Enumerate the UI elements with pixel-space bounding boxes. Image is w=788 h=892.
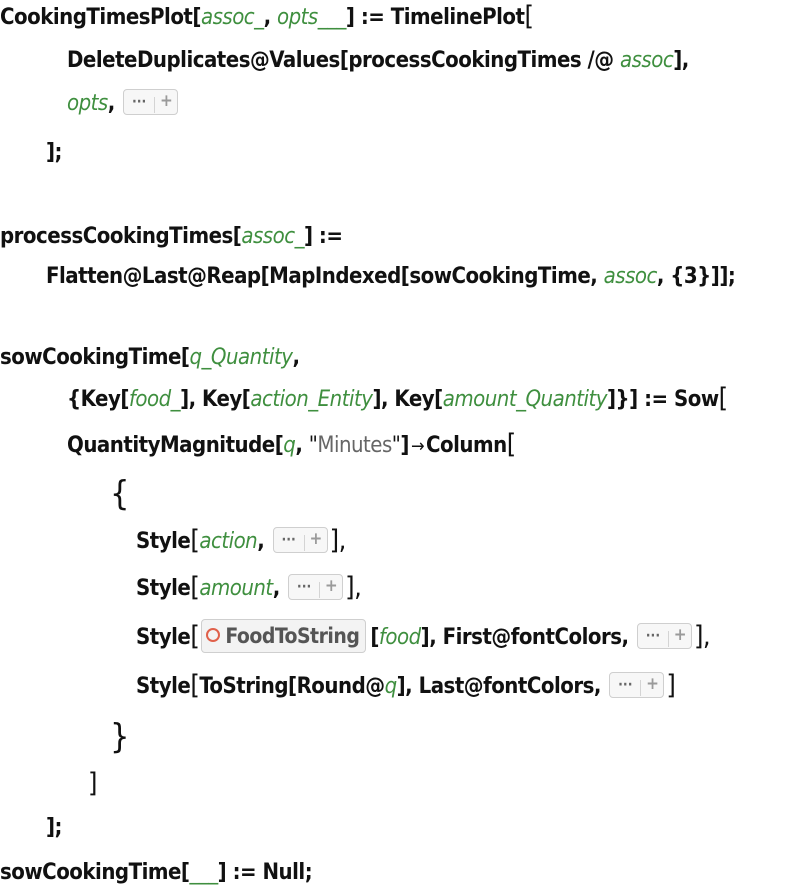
function-name: CookingTimesPlot (0, 5, 193, 30)
code-line-16: ] (88, 770, 97, 800)
pattern-var: action (199, 529, 258, 554)
code-line-10: { (110, 477, 129, 511)
code-line-13: Style[FoodToString[food], First@fontColo… (136, 619, 711, 653)
bracket: [ (524, 1, 534, 32)
iconized-expression-icon: ··· (131, 94, 147, 110)
pattern-var: amount (199, 576, 273, 601)
function-name: sowCookingTime[ (0, 345, 190, 370)
iconized-expression-button[interactable]: ··· + (123, 89, 179, 115)
code-line-12: Style[amount, ···+], (136, 572, 362, 603)
pattern-var: assoc (603, 264, 658, 289)
bracket: [ (506, 429, 516, 460)
code-line-2: DeleteDuplicates@Values[processCookingTi… (67, 48, 689, 73)
expand-plus-icon[interactable]: + (159, 91, 173, 111)
code-line-9: QuantityMagnitude[q, "Minutes"]→Column[ (67, 429, 516, 460)
code-line-6: Flatten@Last@Reap[MapIndexed[sowCookingT… (46, 264, 736, 289)
iconized-expression-button[interactable]: ··· + (272, 527, 328, 553)
code-line-11: Style[action, ···+], (136, 525, 346, 556)
iconized-expression-icon: ··· (618, 677, 633, 693)
code-line-15: } (110, 720, 129, 754)
code-line-5: processCookingTimes[assoc_] := (0, 224, 343, 249)
resource-function-circle-icon (206, 628, 221, 642)
code-line-1: CookingTimesPlot[assoc_, opts___] := Tim… (0, 1, 534, 32)
bracket: ] (88, 768, 97, 799)
expand-plus-icon[interactable]: + (324, 576, 338, 596)
code-line-17: ]; (46, 815, 62, 840)
pattern-var: q (384, 674, 398, 699)
pattern-var: ___ (189, 860, 218, 885)
expand-plus-icon[interactable]: + (309, 529, 322, 549)
iconized-expression-button[interactable]: ··· + (636, 623, 692, 649)
bracket: [ (718, 383, 728, 414)
pattern-var: assoc (619, 48, 674, 73)
iconized-expression-button[interactable]: ··· + (288, 574, 344, 600)
function-name: processCookingTimes[ (0, 224, 242, 249)
iconized-expression-icon: ··· (296, 579, 312, 595)
pattern-var: food_ (128, 387, 181, 412)
pattern-var: q_Quantity (189, 345, 293, 370)
pattern-var: opts___ (276, 5, 346, 30)
iconized-expression-icon: ··· (281, 532, 296, 548)
code-line-18: sowCookingTime[___] := Null; (0, 860, 313, 885)
string-literal: Minutes (317, 433, 392, 458)
pattern-var: q (283, 433, 296, 458)
pattern-var: assoc_ (241, 224, 304, 249)
brace: } (110, 717, 129, 757)
pattern-var: assoc_ (200, 5, 264, 30)
code-line-7: sowCookingTime[q_Quantity, (0, 345, 300, 370)
pattern-var: opts (67, 91, 108, 116)
iconized-expression-icon: ··· (645, 628, 661, 644)
iconized-expression-button[interactable]: ··· + (609, 672, 665, 698)
pattern-var: action_Entity (250, 387, 373, 412)
rule-arrow: → (410, 436, 425, 457)
pattern-var: amount_Quantity (442, 387, 608, 412)
code-line-8: {Key[food_], Key[action_Entity], Key[amo… (67, 383, 728, 414)
pattern-var: food (378, 625, 421, 650)
code-line-14: Style[ToString[Round@q], Last@fontColors… (136, 670, 676, 701)
code-line-4: ]; (46, 140, 62, 165)
expand-plus-icon[interactable]: + (646, 674, 659, 694)
expand-plus-icon[interactable]: + (673, 625, 687, 645)
resource-function-box[interactable]: FoodToString (201, 619, 367, 653)
resource-function-name: FoodToString (225, 624, 360, 648)
brace: { (110, 474, 129, 514)
code-line-3: opts, ···+ (67, 89, 180, 119)
function-name: sowCookingTime[ (0, 860, 190, 885)
